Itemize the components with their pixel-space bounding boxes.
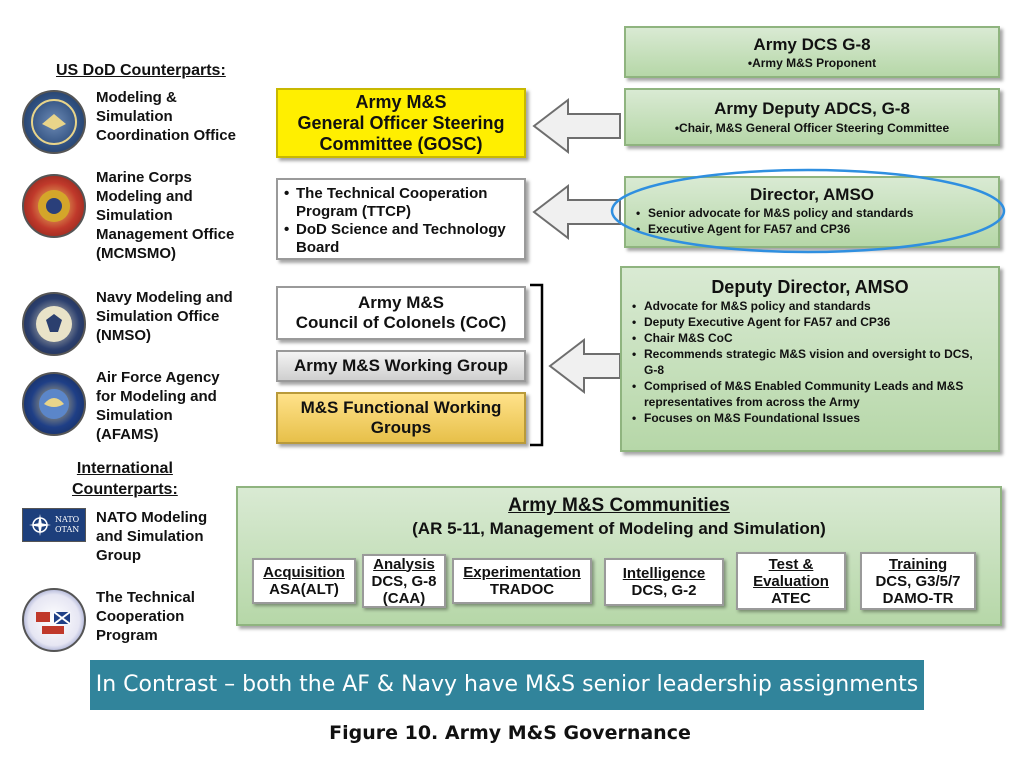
- communities-subtitle: (AR 5-11, Management of Modeling and Sim…: [412, 519, 826, 538]
- director-amso-title: Director, AMSO: [749, 185, 875, 204]
- arrow-left-icon: [532, 97, 621, 155]
- otan-flag-text: OTAN: [55, 525, 80, 534]
- dod-seal-icon: [22, 90, 86, 154]
- deputy-director-title: Deputy Director, AMSO: [711, 277, 909, 297]
- deputy-director-bullet: Comprised of M&S Enabled Community Leads…: [632, 378, 988, 410]
- deputy-adcs-subtitle: •Chair, M&S General Officer Steering Com…: [674, 121, 950, 135]
- arrow-left-icon: [548, 337, 621, 395]
- nato-flag-icon: NATO OTAN: [22, 508, 86, 542]
- director-amso-box: Director, AMSO Senior advocate for M&S p…: [624, 176, 1000, 248]
- ttcp-item: The Technical Cooperation Program (TTCP): [284, 185, 518, 221]
- international-counterparts-header: International Counterparts:: [72, 460, 178, 498]
- highlight-ellipse: [610, 168, 1006, 254]
- deputy-director-bullet: Recommends strategic M&S vision and over…: [632, 346, 988, 378]
- dcs-g8-subtitle: •Army M&S Proponent: [747, 56, 877, 70]
- nato-flag-text: NATO: [55, 515, 80, 524]
- deputy-director-bullet: Deputy Executive Agent for FA57 and CP36: [632, 314, 988, 330]
- deputy-director-bullet: Chair M&S CoC: [632, 330, 988, 346]
- figure-caption: Figure 10. Army M&S Governance: [329, 722, 691, 744]
- navy-seal-icon: [22, 292, 86, 356]
- ttcp-dod-box: The Technical Cooperation Program (TTCP)…: [276, 178, 526, 260]
- ttcp-seal-icon: [22, 588, 86, 652]
- air-force-seal-icon: [22, 372, 86, 436]
- us-counterparts-header: US DoD Counterparts:: [56, 62, 226, 79]
- director-bullet: Executive Agent for FA57 and CP36: [636, 221, 988, 237]
- contrast-banner: In Contrast – both the AF & Navy have M&…: [90, 660, 924, 710]
- deputy-director-amso-box: Deputy Director, AMSO Advocate for M&S p…: [620, 266, 1000, 452]
- working-group-box: Army M&S Working Group: [276, 350, 526, 382]
- deputy-adcs-box: Army Deputy ADCS, G-8 •Chair, M&S Genera…: [624, 88, 1000, 146]
- dod-science-board-item: DoD Science and Technology Board: [284, 221, 518, 257]
- deputy-director-bullet: Focuses on M&S Foundational Issues: [632, 410, 988, 426]
- grouping-bracket: [530, 283, 544, 447]
- dcs-g8-box: Army DCS G-8 •Army M&S Proponent: [624, 26, 1000, 78]
- communities-box: Army M&S Communities (AR 5-11, Managemen…: [236, 486, 1002, 626]
- arrow-left-icon: [532, 183, 621, 241]
- communities-title: Army M&S Communities: [508, 495, 730, 516]
- director-bullet: Senior advocate for M&S policy and stand…: [636, 205, 988, 221]
- dcs-g8-title: Army DCS G-8: [753, 35, 871, 54]
- deputy-adcs-title: Army Deputy ADCS, G-8: [714, 99, 910, 118]
- marine-corps-seal-icon: [22, 174, 86, 238]
- deputy-director-bullet: Advocate for M&S policy and standards: [632, 298, 988, 314]
